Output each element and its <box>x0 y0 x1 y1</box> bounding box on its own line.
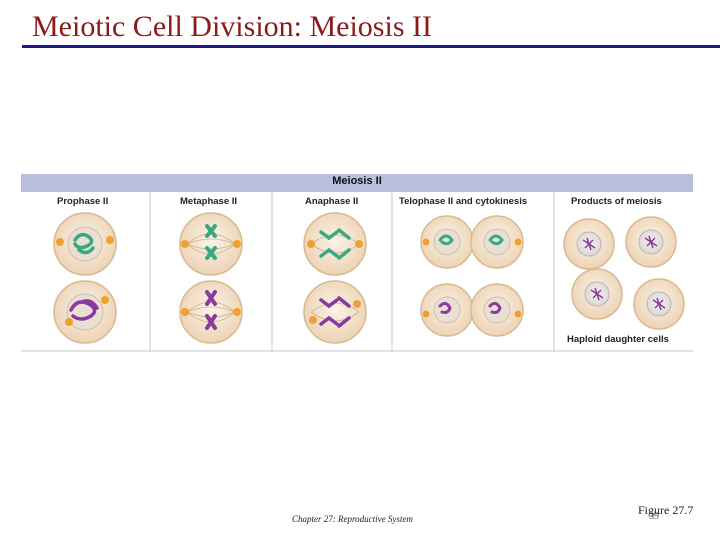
column-dividers <box>149 192 555 352</box>
label-prophase-ii: Prophase II <box>57 196 109 207</box>
telophase-ii-cells-top <box>420 215 524 269</box>
anaphase-ii-cell-top <box>303 212 367 276</box>
prophase-ii-cell-bottom <box>53 280 117 344</box>
chapter-footer: Chapter 27: Reproductive System <box>292 514 413 524</box>
telophase-ii-cells-bottom <box>420 283 524 337</box>
meiosis-ii-figure: Meiosis II <box>21 174 693 352</box>
label-products-of-meiosis: Products of meiosis <box>571 196 662 207</box>
prophase-ii-cell-top <box>53 212 117 276</box>
label-metaphase-ii: Metaphase II <box>180 196 238 207</box>
figure-header-band <box>21 174 693 192</box>
meiosis-diagram <box>21 192 693 352</box>
label-anaphase-ii: Anaphase II <box>305 196 359 207</box>
anaphase-ii-cell-bottom <box>303 280 367 344</box>
metaphase-ii-cell-top <box>179 212 243 276</box>
haploid-daughter-cells <box>563 216 685 330</box>
figure-band-title: Meiosis II <box>332 175 382 187</box>
label-haploid-daughter-cells: Haploid daughter cells <box>567 334 669 345</box>
figure-reference: Figure 27.7 <box>638 503 694 517</box>
label-telophase-ii: Telophase II and cytokinesis <box>399 196 528 207</box>
slide-title: Meiotic Cell Division: Meiosis II <box>32 10 432 43</box>
page-number: 39 <box>649 511 659 522</box>
title-underline <box>22 45 720 48</box>
metaphase-ii-cell-bottom <box>179 280 243 344</box>
